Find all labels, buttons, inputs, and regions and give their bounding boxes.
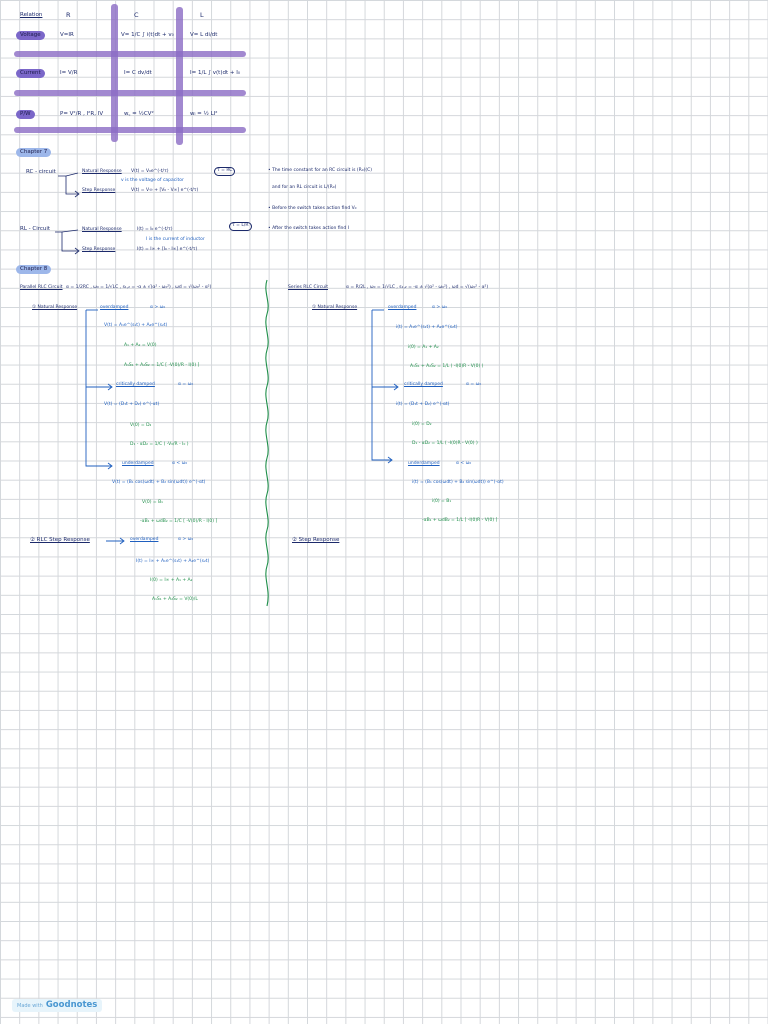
- series-overdamped-eq-2: i(0) = A₁ + A₂: [408, 345, 439, 350]
- parallel-step-overdamped-label: overdamped: [130, 537, 159, 542]
- voltage-c: V= 1/C ∫ i(t)dt + v₀: [121, 32, 174, 38]
- power-r: P= V²/R , I²R, IV: [60, 111, 104, 117]
- rl-natural-equation: I(t) = I₀ e^(-t/τ): [137, 227, 173, 232]
- series-natural-response-label: ① Natural Response: [312, 305, 358, 310]
- parallel-overdamped-eq-2: A₁ + A₂ = V(0): [124, 343, 157, 348]
- rl-circuit-label: RL - Circuit: [20, 226, 51, 232]
- chapter-7-heading: Chapter 7: [16, 148, 52, 157]
- time-constant-note-1: • The time constant for an RC circuit is…: [268, 168, 372, 173]
- parallel-underdamped-condition: α < ω₀: [172, 461, 188, 466]
- parallel-rlc-title: Parallel RLC Circuit: [20, 285, 63, 290]
- series-underdamped-eq-3: -αB₁ + ωdB₂ = 1/L [ -I(0)R - V(0) ]: [422, 518, 498, 523]
- series-critically-damped-eq-2: i(0) = D₂: [412, 422, 432, 427]
- parallel-step-eq-2: I(0) = I∞ + A₁ + A₂: [150, 578, 193, 583]
- table-header-c: C: [134, 11, 139, 19]
- series-underdamped-label: underdamped: [408, 461, 440, 466]
- series-underdamped-condition: α < ω₀: [456, 461, 472, 466]
- parallel-critically-damped-label: critically damped: [116, 382, 155, 387]
- power-l: wₗ = ½ LI²: [190, 111, 218, 117]
- row-label-current: Current: [16, 69, 45, 78]
- parallel-overdamped-eq-3: A₁S₁ + A₂S₂ = 1/C [ -V(0)/R - I(0) ]: [124, 363, 200, 368]
- current-r: I= V/R: [60, 70, 78, 76]
- rc-natural-response-label: Natural Response: [82, 169, 122, 174]
- voltage-r: V=IR: [60, 32, 74, 38]
- parallel-critically-damped-eq-2: V(0) = D₂: [130, 423, 152, 428]
- rc-voltage-note: v is the voltage of capacitor: [121, 178, 184, 183]
- parallel-critically-damped-eq-1: V(t) = (D₁t + D₂) e^(-αt): [104, 402, 160, 407]
- row-label-power: P/W: [16, 110, 35, 119]
- current-l: I= 1/L ∫ v(t)dt + I₀: [190, 70, 241, 76]
- series-overdamped-condition: α > ω₀: [432, 305, 448, 310]
- after-switch-note: • After the switch takes action find I: [268, 226, 350, 231]
- power-c: w꜀ = ½CV²: [124, 111, 154, 117]
- rc-time-constant: τ = RC: [214, 167, 236, 176]
- parallel-natural-response-label: ① Natural Response: [32, 305, 78, 310]
- parallel-overdamped-eq-1: V(t) = A₁e^(s₁t) + A₂e^(s₂t): [104, 323, 168, 328]
- voltage-l: V= L di/dt: [190, 32, 218, 38]
- series-rlc-title: Series RLC Circuit: [288, 285, 328, 290]
- parallel-underdamped-label: underdamped: [122, 461, 154, 466]
- highlight-band-h1: [14, 51, 246, 57]
- highlight-band-v2: [176, 7, 183, 145]
- made-with-label: Made with: [17, 1003, 43, 1009]
- highlight-band-v1: [111, 4, 118, 142]
- row-label-voltage: Voltage: [16, 31, 45, 40]
- series-critically-damped-label: critically damped: [404, 382, 443, 387]
- parallel-underdamped-eq-3: -αB₁ + ωdB₂ = 1/C [ -V(0)/R - I(0) ]: [140, 519, 218, 524]
- parallel-critically-damped-condition: α = ω₀: [178, 382, 194, 387]
- series-underdamped-eq-2: i(0) = B₁: [432, 499, 452, 504]
- rc-step-equation: V(t) = V∞ + [V₀ - V∞] e^(-t/τ): [131, 188, 199, 193]
- parallel-step-response-label: ② RLC Step Response: [30, 537, 90, 543]
- parallel-critically-damped-eq-3: D₁ - αD₂ = 1/C ( -V₀/R - I₀ ): [130, 442, 189, 447]
- series-critically-damped-eq-3: D₁ - αD₂ = 1/L ( -I(0)R - V(0) ): [412, 441, 478, 446]
- parallel-step-overdamped-condition: α > ω₀: [178, 537, 194, 542]
- rc-step-response-label: Step Response: [82, 188, 116, 193]
- series-underdamped-eq-1: i(t) = (B₁ cos(ωdt) + B₂ sin(ωdt)) e^(-α…: [412, 480, 504, 485]
- highlight-band-h2: [14, 90, 246, 96]
- before-switch-note: • Before the switch takes action find V₀: [268, 206, 357, 211]
- rl-natural-response-label: Natural Response: [82, 227, 122, 232]
- series-overdamped-label: overdamped: [388, 305, 417, 310]
- series-overdamped-eq-1: i(t) = A₁e^(s₁t) + A₂e^(s₂t): [396, 325, 458, 330]
- series-step-response-label: ② Step Response: [292, 537, 340, 543]
- table-header-r: R: [66, 11, 71, 19]
- rc-natural-equation: V(t) = V₀e^(-t/τ): [131, 169, 169, 174]
- time-constant-note-2: and for an RL circuit is L/(R₀): [272, 185, 337, 190]
- rl-time-constant: τ = L/R: [229, 222, 252, 231]
- series-critically-damped-eq-1: i(t) = (D₁t + D₂) e^(-αt): [396, 402, 450, 407]
- highlight-band-h3: [14, 127, 246, 133]
- parallel-rlc-params: α = 1/2RC , ω₀ = 1/√LC , s₁,₂ = -α ± √(α…: [66, 285, 212, 290]
- parallel-step-eq-3: A₁S₁ + A₂S₂ = V(0)/L: [152, 597, 198, 602]
- rc-circuit-label: RC - circuit: [26, 169, 56, 175]
- series-rlc-params: α = R/2L , ω₀ = 1/√LC , s₁,₂ = -α ± √(α²…: [346, 285, 489, 290]
- parallel-underdamped-eq-1: V(t) = (B₁ cos(ωdt) + B₂ sin(ωdt)) e^(-α…: [112, 480, 206, 485]
- parallel-overdamped-condition: α > ω₀: [150, 305, 166, 310]
- table-header-relation: Relation: [20, 12, 43, 18]
- chapter-8-heading: Chapter 8: [16, 265, 52, 274]
- current-c: I= C dv/dt: [124, 70, 152, 76]
- series-critically-damped-condition: α = ω₀: [466, 382, 482, 387]
- rl-step-response-label: Step Response: [82, 247, 116, 252]
- table-header-l: L: [200, 11, 204, 19]
- parallel-overdamped-label: overdamped: [100, 305, 129, 310]
- rl-current-note: I is the current of inductor: [146, 237, 205, 242]
- goodnotes-brand: Goodnotes: [45, 1000, 98, 1010]
- parallel-step-eq-1: I(t) = I∞ + A₁e^(s₁t) + A₂e^(s₂t): [136, 559, 210, 564]
- rl-step-equation: I(t) = I∞ + [I₀ - I∞] e^(-t/τ): [137, 247, 198, 252]
- series-overdamped-eq-3: A₁S₁ + A₂S₂ = 1/L ( -I(0)R - V(0) ): [410, 364, 484, 369]
- parallel-underdamped-eq-2: V(0) = B₁: [142, 500, 163, 505]
